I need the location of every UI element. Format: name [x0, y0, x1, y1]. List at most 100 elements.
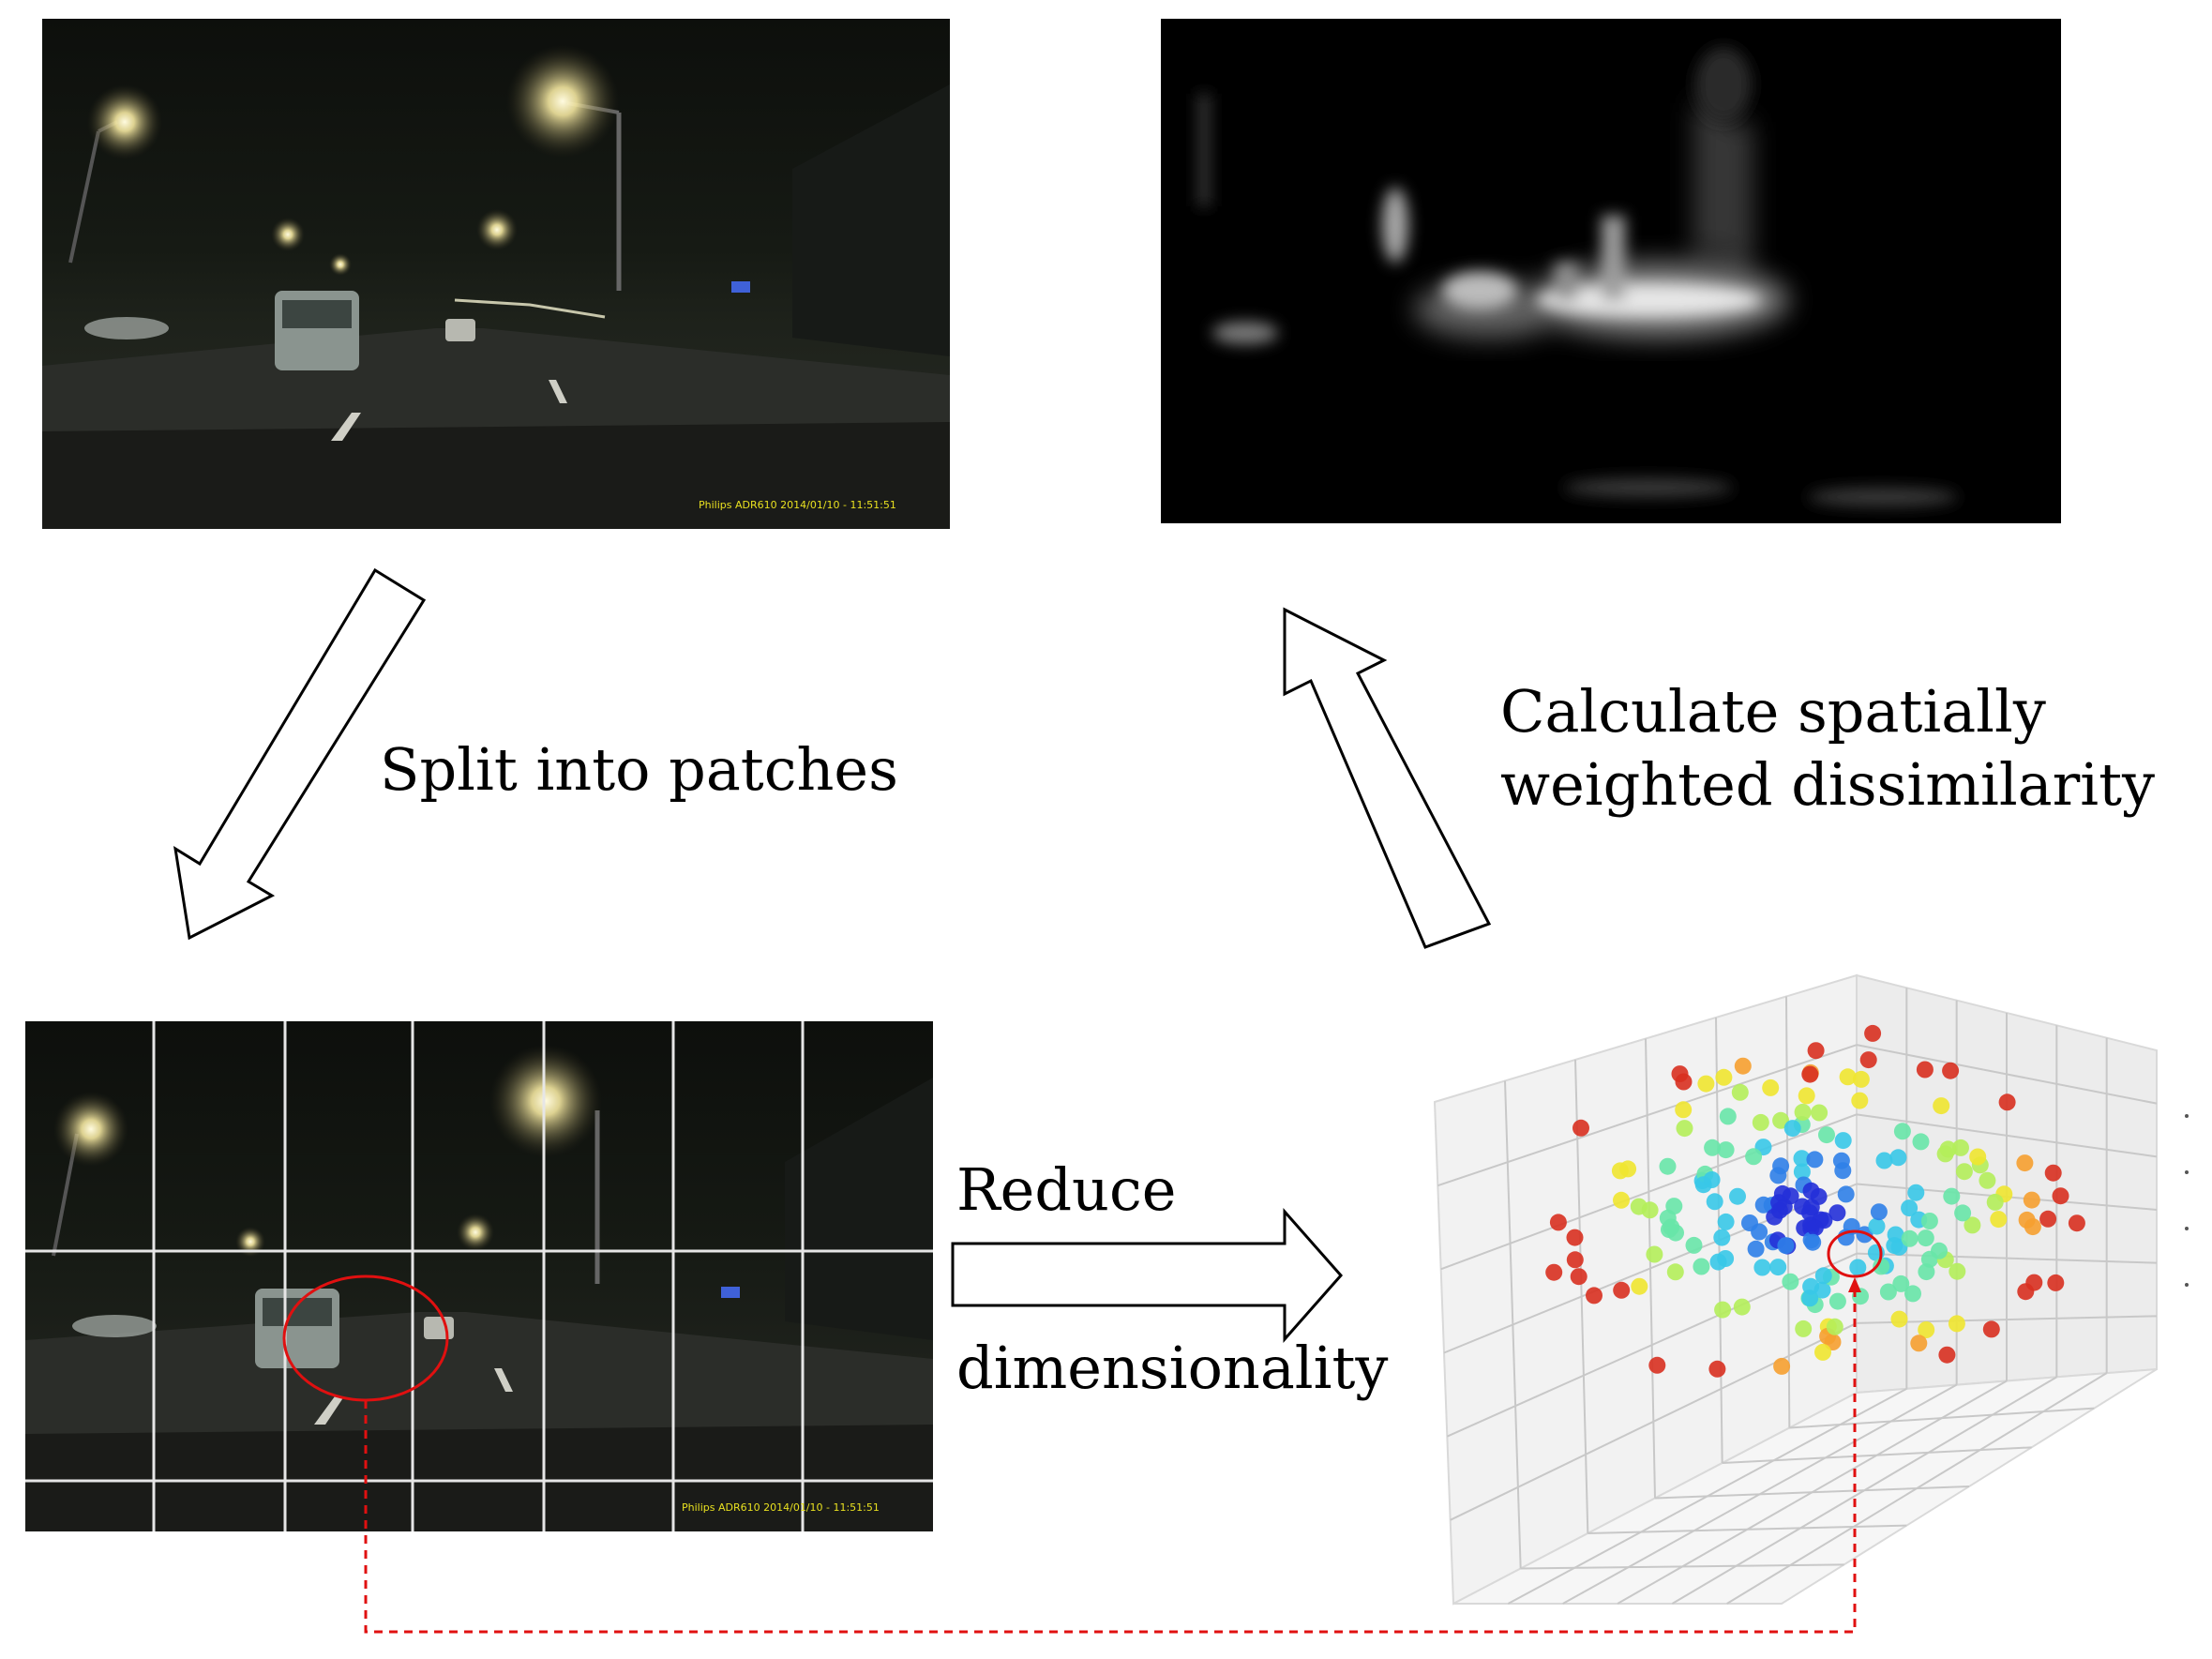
- feature-point: [1648, 1356, 1666, 1374]
- feature-point: [1714, 1301, 1732, 1319]
- feature-point: [1942, 1062, 1960, 1079]
- feature-point: [1873, 1258, 1890, 1275]
- feature-point: [1697, 1075, 1715, 1093]
- feature-point: [1717, 1141, 1735, 1159]
- feature-point: [1646, 1245, 1663, 1263]
- feature-point: [1826, 1318, 1843, 1335]
- feature-point: [1802, 1199, 1820, 1216]
- feature-point: [1954, 1204, 1972, 1222]
- feature-point: [2047, 1274, 2065, 1291]
- dashed-link-line: [364, 1287, 1857, 1634]
- arrow-down-left-icon: [173, 567, 427, 941]
- feature-point: [1828, 1204, 1846, 1222]
- night-road-photo: Philips ADR610 2014/01/10 - 11:51:51: [42, 19, 950, 529]
- feature-point: [1901, 1199, 1919, 1217]
- feature-point: [1613, 1191, 1630, 1209]
- feature-point: [1851, 1092, 1869, 1109]
- feature-point: [1818, 1126, 1835, 1144]
- feature-point: [1868, 1217, 1886, 1235]
- feature-point: [1907, 1184, 1925, 1201]
- feature-point: [1659, 1157, 1677, 1175]
- feature-point: [1918, 1321, 1935, 1338]
- feature-point: [1719, 1108, 1737, 1125]
- point-highlight-circle: [1827, 1229, 1883, 1278]
- feature-point: [1864, 1024, 1882, 1042]
- feature-point: [1814, 1343, 1831, 1361]
- feature-point: [1793, 1150, 1811, 1168]
- feature-point: [1717, 1213, 1735, 1230]
- feature-point: [1666, 1263, 1684, 1281]
- feature-point: [1949, 1262, 1966, 1280]
- feature-point: [1777, 1237, 1795, 1255]
- patch-highlight-circle: [282, 1274, 449, 1402]
- feature-point: [1839, 1068, 1857, 1086]
- feature-point: [2039, 1210, 2057, 1228]
- feature-point: [1795, 1320, 1813, 1337]
- feature-point: [1889, 1149, 1907, 1167]
- feature-point: [1762, 1078, 1780, 1096]
- feature-point: [1904, 1285, 1921, 1303]
- feature-point: [1912, 1133, 1930, 1151]
- feature-point: [1856, 1226, 1873, 1244]
- arrow-up-left-icon: [1283, 607, 1492, 949]
- feature-point: [1893, 1123, 1911, 1140]
- link-arrowhead-icon: [1848, 1277, 1861, 1292]
- feature-point: [1886, 1237, 1904, 1255]
- grid-photo-timestamp: Philips ADR610 2014/01/10 - 11:51:51: [682, 1501, 880, 1514]
- feature-point: [1611, 1162, 1629, 1180]
- feature-point: [1990, 1211, 2008, 1229]
- feature-point: [1801, 1065, 1819, 1083]
- split-into-patches-label: Split into patches: [380, 735, 898, 804]
- feature-point: [1828, 1292, 1846, 1310]
- feature-point: [1815, 1212, 1833, 1229]
- feature-point: [1753, 1259, 1771, 1276]
- feature-point: [1917, 1229, 1934, 1247]
- feature-point: [1731, 1083, 1749, 1101]
- feature-point: [1734, 1057, 1752, 1075]
- feature-point: [2052, 1187, 2069, 1205]
- feature-point: [1676, 1120, 1693, 1138]
- feature-point: [1939, 1140, 1957, 1158]
- feature-point: [1770, 1194, 1788, 1212]
- feature-point: [1901, 1229, 1919, 1247]
- arrow-right-icon: [951, 1208, 1344, 1343]
- feature-point: [1998, 1093, 2016, 1111]
- feature-point: [1801, 1289, 1819, 1307]
- feature-point: [1916, 1061, 1934, 1078]
- dissimilarity-map: [1161, 19, 2061, 523]
- feature-point: [1807, 1042, 1825, 1060]
- feature-point: [2016, 1154, 2034, 1172]
- feature-point: [1572, 1119, 1589, 1137]
- feature-point: [1910, 1335, 1928, 1352]
- feature-point: [1890, 1310, 1908, 1328]
- feature-point: [1952, 1139, 1969, 1156]
- feature-point: [1586, 1287, 1603, 1305]
- feature-point: [1783, 1120, 1801, 1138]
- calculate-label-line1: Calculate spatially: [1500, 677, 2046, 746]
- feature-point: [1566, 1229, 1584, 1246]
- feature-point: [1566, 1251, 1584, 1269]
- feature-point: [1979, 1171, 1996, 1189]
- feature-point: [1920, 1213, 1938, 1229]
- feature-point: [1793, 1163, 1811, 1181]
- feature-point: [1733, 1298, 1751, 1316]
- feature-point: [1754, 1196, 1772, 1214]
- feature-point: [1745, 1148, 1763, 1166]
- feature-point: [1837, 1185, 1855, 1203]
- feature-point: [1715, 1068, 1733, 1086]
- feature-point: [1870, 1203, 1888, 1221]
- calculate-label-line2: weighted dissimilarity: [1500, 749, 2156, 819]
- feature-point: [2025, 1274, 2043, 1291]
- feature-point: [1545, 1263, 1563, 1281]
- feature-point: [1964, 1216, 1981, 1234]
- feature-point: [1752, 1113, 1769, 1131]
- feature-point: [1747, 1240, 1765, 1258]
- feature-point: [2068, 1214, 2085, 1232]
- feature-point: [1570, 1268, 1588, 1286]
- feature-point: [1933, 1097, 1950, 1115]
- feature-point: [1631, 1277, 1648, 1295]
- feature-point: [2044, 1164, 2062, 1182]
- feature-point: [1849, 1259, 1867, 1276]
- feature-point: [1814, 1267, 1832, 1285]
- feature-point: [1834, 1132, 1852, 1150]
